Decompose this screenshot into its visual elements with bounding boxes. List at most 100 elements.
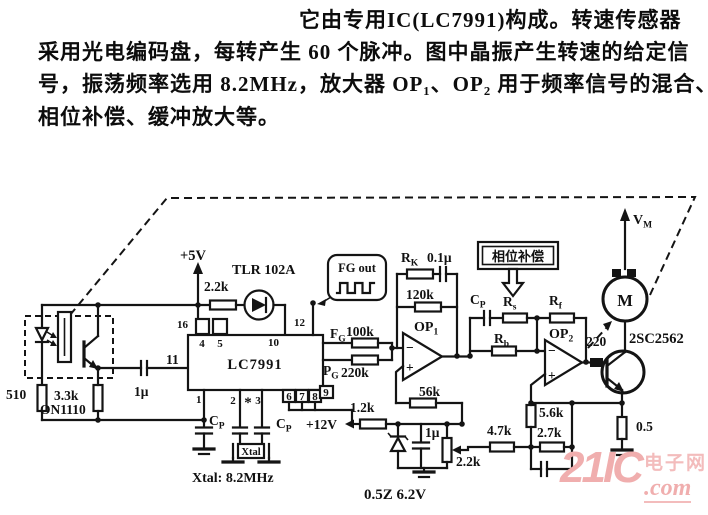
potentiometer-2.2k-label: 2.2k xyxy=(456,454,481,469)
crystal-box-label: Xtal xyxy=(241,447,260,458)
capacitor-cp2-label: CP xyxy=(276,416,292,435)
up-arrow-icon xyxy=(193,262,203,274)
resistor-220 xyxy=(590,358,603,367)
encoder-part-label: ON1110 xyxy=(40,402,86,417)
zener-label: 0.5Z 6.2V xyxy=(364,487,426,503)
resistor-rk xyxy=(405,268,435,280)
op2-minus: − xyxy=(548,343,556,358)
intro-paragraph-line-4: 相位补偿、缓冲放大等。 xyxy=(38,105,280,129)
op2-triangle xyxy=(543,338,585,387)
resistor-510-label: 510 xyxy=(6,387,27,402)
xtal-frequency-note: Xtal: 8.2MHz xyxy=(192,471,274,486)
junction-dots xyxy=(95,300,625,450)
resistor-56k-label: 56k xyxy=(419,384,441,399)
vm-label: VM xyxy=(633,213,652,231)
resistor-2.7k-label: 2.7k xyxy=(537,425,562,440)
resistor-220k xyxy=(350,354,380,366)
op1-plus: + xyxy=(406,360,414,375)
resistor-4.7k-label: 4.7k xyxy=(487,423,512,438)
watermark: 21IC 电子网 .com xyxy=(560,443,707,504)
capacitor-1u-label: 1μ xyxy=(134,384,149,399)
optical-encoder-assembly: 510 3.3k ON1110 1μ 11 xyxy=(6,303,206,422)
op2-amplifier: CP Rs Rf Rb − + OP2 xyxy=(468,292,588,405)
crystal-box xyxy=(236,442,266,460)
resistor-120k-label: 120k xyxy=(406,287,434,302)
resistor-3.3k xyxy=(92,383,104,413)
ic-pin9-box xyxy=(318,384,335,400)
resistor-rf xyxy=(548,312,576,324)
op1-triangle xyxy=(401,331,445,382)
block-arrow-down-icon xyxy=(500,267,526,298)
pin-5-label: 5 xyxy=(217,338,223,350)
fg-signal-label: FG xyxy=(330,326,346,345)
ic-pin5-box xyxy=(211,317,229,336)
ic-bottom-network: 1 CP 2 * 3 Xtal CP xyxy=(192,384,362,486)
op2-label: OP2 xyxy=(549,327,573,345)
motor-brush xyxy=(627,269,636,277)
resistor-100k xyxy=(350,337,380,349)
resistor-56k xyxy=(408,397,438,409)
callout-arrow-icon xyxy=(317,299,326,306)
pg-signal-label: PG xyxy=(323,363,339,382)
pin-10-label: 10 xyxy=(268,337,280,349)
motor-label: M xyxy=(617,291,633,310)
resistor-220-label: 220 xyxy=(586,334,607,349)
dashed-arrowhead-icon xyxy=(603,321,612,331)
resistor-1.2k xyxy=(358,418,388,430)
fg-pg-input-lines: FG 100k PG 220k xyxy=(321,324,405,382)
resistor-100k-label: 100k xyxy=(346,324,374,339)
up-arrow-icon xyxy=(620,208,630,221)
led-tlr102a-label: TLR 102A xyxy=(232,263,296,278)
capacitor-cp-phase-label: CP xyxy=(470,292,486,311)
pot-wiper-icon xyxy=(452,445,461,455)
resistor-0.5-label: 0.5 xyxy=(636,419,653,434)
resistor-0.5 xyxy=(616,415,628,441)
resistor-2.2k-led-label: 2.2k xyxy=(204,279,229,294)
resistor-120k xyxy=(413,301,443,313)
resistor-5.6k xyxy=(525,403,537,429)
capacitor-cp1-label: CP xyxy=(209,413,225,432)
zener-diode-icon xyxy=(389,435,407,453)
resistor-4.7k xyxy=(488,441,516,453)
photo-led-icon xyxy=(34,326,50,343)
capacitor-1u-filter-label: 1μ xyxy=(425,425,440,440)
mixer-divider-network: 4.7k 5.6k 2.7k xyxy=(487,401,624,478)
resistor-1.2k-label: 1.2k xyxy=(350,400,375,415)
resistor-5.6k-label: 5.6k xyxy=(539,405,564,420)
output-stage: 220 0.5 2SC2562 xyxy=(580,319,684,457)
phase-compensation-callout: 相位补偿 xyxy=(476,240,560,298)
transistor-2sc2562-label: 2SC2562 xyxy=(629,331,684,347)
fg-out-callout: FG out xyxy=(317,253,388,306)
left-arrow-icon xyxy=(345,419,354,429)
pin-12-label: 12 xyxy=(294,317,306,329)
op1-minus: − xyxy=(406,340,414,355)
resistor-rk-label: RK xyxy=(401,250,419,269)
supply-5v-label: +5V xyxy=(180,248,207,264)
resistor-2.2k-led xyxy=(208,299,238,311)
pin-6-label: 6 xyxy=(286,391,292,403)
resistor-rb-label: Rb xyxy=(494,331,509,350)
pin-7-label: 7 xyxy=(299,391,305,403)
pin-4-label: 4 xyxy=(199,338,205,350)
watermark-brand: 21IC xyxy=(560,443,644,492)
pulse-waveform-icon xyxy=(335,281,376,295)
ic-lc7991: LC7991 16 4 5 10 12 xyxy=(177,301,325,392)
intro-paragraph-line-1: 它由专用IC(LC7991)构成。转速传感器 xyxy=(299,8,682,32)
pin-11-label: 11 xyxy=(166,352,179,367)
resistor-rf-label: Rf xyxy=(549,293,563,312)
motor-icon xyxy=(601,275,649,323)
intro-paragraph-line-2: 采用光电编码盘，每转产生 60 个脉冲。图中晶振产生转速的给定信 xyxy=(38,40,690,64)
phase-comp-label: 相位补偿 xyxy=(492,249,544,264)
watermark-cn: 电子网 xyxy=(643,453,707,474)
pin-3-label: 3 xyxy=(255,395,261,407)
op2-plus: + xyxy=(548,368,556,383)
pin-16-label: 16 xyxy=(177,319,189,331)
op1-amplifier: − + OP1 120k RK 0.1μ 56k xyxy=(394,250,472,426)
intro-paragraph-line-3: 号，振荡频率选用 8.2MHz，放大器 OP₁、OP₂ 用于频率信号的混合、 xyxy=(38,72,708,96)
supply-12v-label: +12V xyxy=(306,417,337,432)
mechanical-coupling-dashed-line xyxy=(69,195,697,349)
pin-2-label: 2 xyxy=(230,395,236,407)
resistor-rs xyxy=(501,312,529,324)
watermark-com: .com xyxy=(643,475,692,504)
